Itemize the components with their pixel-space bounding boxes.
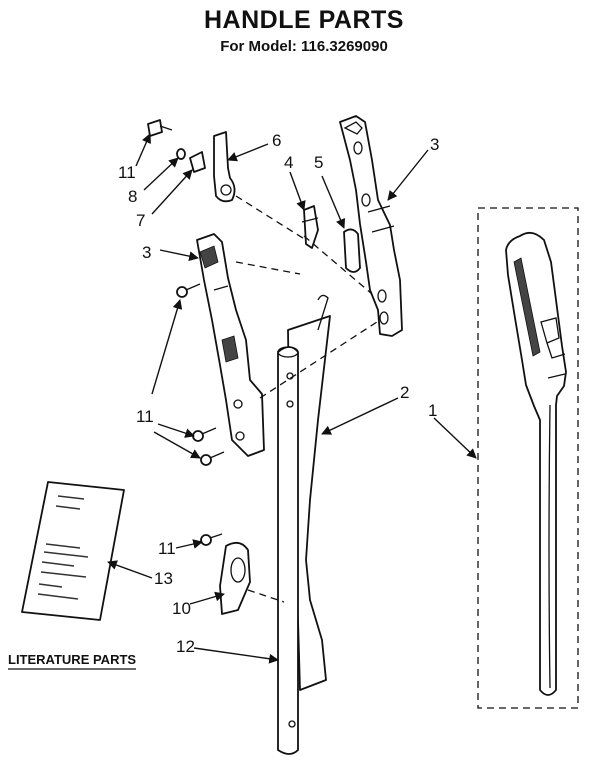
callout-4: 4 xyxy=(284,153,293,172)
assembly-line-lever xyxy=(235,195,307,241)
callout-8: 8 xyxy=(128,187,137,206)
model-subtitle: For Model: 116.3269090 xyxy=(220,38,388,55)
switch-group xyxy=(301,205,319,249)
right-handle-half xyxy=(339,115,403,337)
clamp xyxy=(219,541,251,615)
assembled-handle-grip-texture xyxy=(513,257,541,357)
assembled-handle-tube-highlight xyxy=(548,404,551,689)
callout-11-clamp: 11 xyxy=(158,539,176,558)
assembled-handle-dashed-box xyxy=(477,207,579,709)
leader-8 xyxy=(143,157,179,191)
callout-13: 13 xyxy=(154,569,173,588)
literature-parts-label: LITERATURE PARTS xyxy=(8,652,136,667)
switch-terminal xyxy=(301,217,319,223)
right-handle-half-group xyxy=(339,115,403,337)
callout-6: 6 xyxy=(272,131,281,150)
callout-11-cluster: 11 xyxy=(136,407,154,426)
leader-11-clamp xyxy=(175,539,203,549)
handle-tube-group xyxy=(277,294,331,755)
assembly-line-switch xyxy=(303,235,373,295)
screw-upper-left-shank xyxy=(185,283,201,291)
leader-6 xyxy=(227,143,269,162)
clamp-opening xyxy=(230,557,246,583)
callout-7: 7 xyxy=(136,211,145,230)
leader-11-upper xyxy=(151,299,183,395)
leader-5 xyxy=(321,175,346,229)
callout-5: 5 xyxy=(314,153,323,172)
assembled-handle-switch-detail xyxy=(546,342,566,359)
handle-tube-top-opening xyxy=(277,346,299,358)
assembly-dashed-lines xyxy=(235,195,381,603)
switch xyxy=(303,205,319,249)
assembly-line-handle-upper xyxy=(235,261,301,275)
small-hardware-group xyxy=(147,119,206,173)
switch-lever-group xyxy=(213,131,236,203)
left-handle-grip-bottom xyxy=(221,335,239,363)
leader-3-left xyxy=(159,249,199,261)
handle-tube-hole-2 xyxy=(286,400,294,408)
switch-lever xyxy=(213,131,236,203)
leader-4 xyxy=(289,171,306,211)
callout-3-left: 3 xyxy=(142,243,151,262)
bushing xyxy=(189,151,206,173)
leader-2 xyxy=(321,397,399,435)
right-handle-ribs xyxy=(367,205,395,233)
leader-10 xyxy=(189,591,225,605)
callout-1: 1 xyxy=(428,401,437,420)
handle-support-hook xyxy=(317,294,329,331)
leader-11-lower xyxy=(153,431,201,459)
leader-1 xyxy=(433,417,477,459)
screw-lower-left xyxy=(200,454,212,466)
handle-tube xyxy=(277,346,299,755)
screw-clamp xyxy=(200,534,212,546)
leader-lines xyxy=(107,133,477,664)
screw-shank-top xyxy=(159,125,173,131)
assembled-handle-switch xyxy=(540,317,560,344)
right-handle-boss-4 xyxy=(379,311,389,325)
screw-lower-left-shank xyxy=(209,451,225,459)
assembly-line-clamp xyxy=(247,589,285,603)
leader-3-right xyxy=(387,149,429,201)
page-title: HANDLE PARTS xyxy=(204,6,404,34)
literature-booklet-group xyxy=(21,481,125,621)
assembled-handle-group xyxy=(477,207,579,709)
screw-upper-left xyxy=(176,286,188,298)
washer xyxy=(176,148,186,160)
right-handle-boss-1 xyxy=(353,141,363,155)
leader-7 xyxy=(151,169,193,215)
callout-3-right: 3 xyxy=(430,135,439,154)
switch-plate xyxy=(343,228,361,273)
screw-clamp-shank xyxy=(209,533,223,539)
callout-12: 12 xyxy=(176,637,195,656)
screw-head-top xyxy=(147,119,163,137)
callout-2: 2 xyxy=(400,383,409,402)
callout-11-top: 11 xyxy=(118,163,136,182)
left-handle-hole-1 xyxy=(233,399,243,409)
leader-13 xyxy=(107,560,153,579)
leader-11-top xyxy=(135,133,151,167)
right-handle-boss-2 xyxy=(361,193,371,207)
callout-labels: 11 8 7 6 4 5 3 3 11 2 1 11 13 10 12 xyxy=(118,131,439,656)
switch-lever-pivot xyxy=(220,184,232,196)
leader-12 xyxy=(193,647,279,664)
literature-booklet xyxy=(21,481,125,621)
right-handle-cap xyxy=(343,121,363,135)
callout-10: 10 xyxy=(172,599,191,618)
assembled-handle xyxy=(505,231,567,696)
left-handle-rib xyxy=(213,285,229,291)
assembled-handle-collar xyxy=(547,373,566,379)
left-handle-grip-top xyxy=(199,245,219,269)
handle-tube-hole-3 xyxy=(288,720,296,728)
screw-middle-left-shank xyxy=(201,427,217,435)
screw-middle-left xyxy=(192,430,204,442)
left-handle-half-group xyxy=(196,233,265,457)
leader-11-middle xyxy=(157,423,195,438)
left-handle-hole-2 xyxy=(235,431,245,441)
right-handle-boss-3 xyxy=(377,289,387,303)
clamp-group xyxy=(219,541,251,615)
